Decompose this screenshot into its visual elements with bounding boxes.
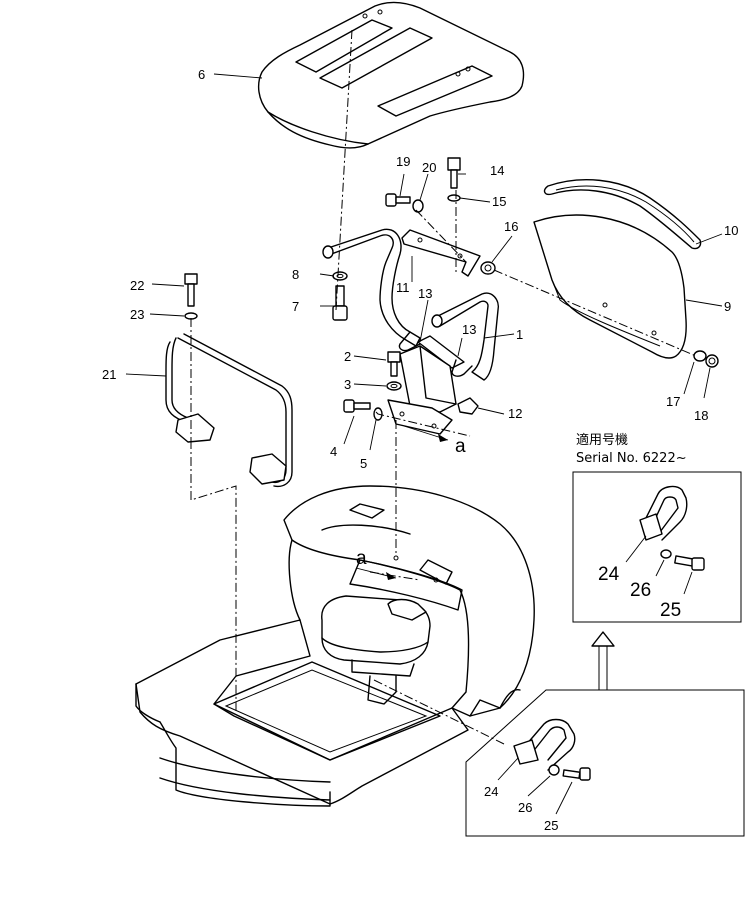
inset-title-jp: 適用号機 bbox=[576, 433, 629, 448]
callout-8: 8 bbox=[292, 267, 299, 282]
bolt-22 bbox=[184, 273, 198, 307]
inset-serial: Serial No. 6222~ bbox=[576, 451, 687, 466]
inset-box bbox=[572, 471, 742, 623]
bolt-4 bbox=[343, 399, 371, 413]
callout-4: 4 bbox=[330, 444, 337, 459]
callout-6: 6 bbox=[198, 67, 205, 82]
callout-26-inset: 26 bbox=[630, 580, 651, 601]
rear-cover-panel bbox=[533, 214, 687, 359]
bolt-19 bbox=[385, 193, 411, 207]
callout-13b: 13 bbox=[462, 322, 476, 337]
callout-26: 26 bbox=[518, 800, 532, 815]
washer-20 bbox=[412, 199, 424, 213]
cap-nut-18 bbox=[705, 354, 719, 368]
callout-9: 9 bbox=[724, 299, 731, 314]
assembly-lines bbox=[190, 29, 697, 745]
callout-12: 12 bbox=[508, 406, 522, 421]
bolt-7 bbox=[332, 285, 348, 321]
callout-5: 5 bbox=[360, 456, 367, 471]
callout-17: 17 bbox=[666, 394, 680, 409]
callout-19: 19 bbox=[396, 154, 410, 169]
callout-10: 10 bbox=[724, 223, 738, 238]
ref-arrow-bottom bbox=[355, 567, 397, 580]
inset-title: 適用号機 Serial No. 6222~ bbox=[576, 432, 726, 468]
callout-14: 14 bbox=[490, 163, 504, 178]
callout-24: 24 bbox=[484, 784, 498, 799]
nut-17 bbox=[693, 350, 707, 362]
callout-3: 3 bbox=[344, 377, 351, 392]
ref-mark-top: a bbox=[455, 436, 466, 457]
bolt-2 bbox=[387, 351, 401, 377]
ref-mark-bottom: a bbox=[356, 548, 367, 569]
callout-22: 22 bbox=[130, 278, 144, 293]
callout-25-inset: 25 bbox=[660, 600, 681, 621]
callout-13a: 13 bbox=[418, 286, 432, 301]
handrail-21 bbox=[165, 333, 293, 488]
callout-25: 25 bbox=[544, 818, 558, 833]
detail-box-bottom bbox=[465, 689, 745, 837]
callout-20: 20 bbox=[422, 160, 436, 175]
callout-18: 18 bbox=[694, 408, 708, 423]
callout-2: 2 bbox=[344, 349, 351, 364]
washer-15 bbox=[447, 194, 461, 202]
callout-11: 11 bbox=[396, 280, 410, 295]
seal-strip bbox=[543, 178, 702, 250]
machine-body bbox=[135, 485, 535, 807]
callout-24-inset: 24 bbox=[598, 564, 620, 585]
callout-labels: 6 1 2 3 4 5 7 8 9 10 11 12 13 13 14 15 1… bbox=[102, 67, 738, 833]
callout-21: 21 bbox=[102, 367, 116, 382]
washer-8 bbox=[332, 271, 348, 281]
pipe-frame bbox=[322, 228, 499, 381]
bracket-11 bbox=[401, 229, 481, 277]
clip-12 bbox=[457, 397, 479, 415]
callout-16: 16 bbox=[504, 219, 518, 234]
callout-7: 7 bbox=[292, 299, 299, 314]
nut-16 bbox=[480, 261, 496, 275]
mount-post bbox=[387, 345, 457, 435]
washer-3 bbox=[386, 381, 402, 391]
arrow-up bbox=[591, 631, 615, 690]
callout-1: 1 bbox=[516, 327, 523, 342]
canopy-roof bbox=[257, 1, 525, 149]
operator-seat bbox=[321, 595, 431, 705]
callout-23: 23 bbox=[130, 307, 144, 322]
leader-lines bbox=[125, 73, 723, 451]
bolt-14 bbox=[447, 157, 461, 189]
ref-arrow-top bbox=[403, 425, 449, 442]
callout-15: 15 bbox=[492, 194, 506, 209]
